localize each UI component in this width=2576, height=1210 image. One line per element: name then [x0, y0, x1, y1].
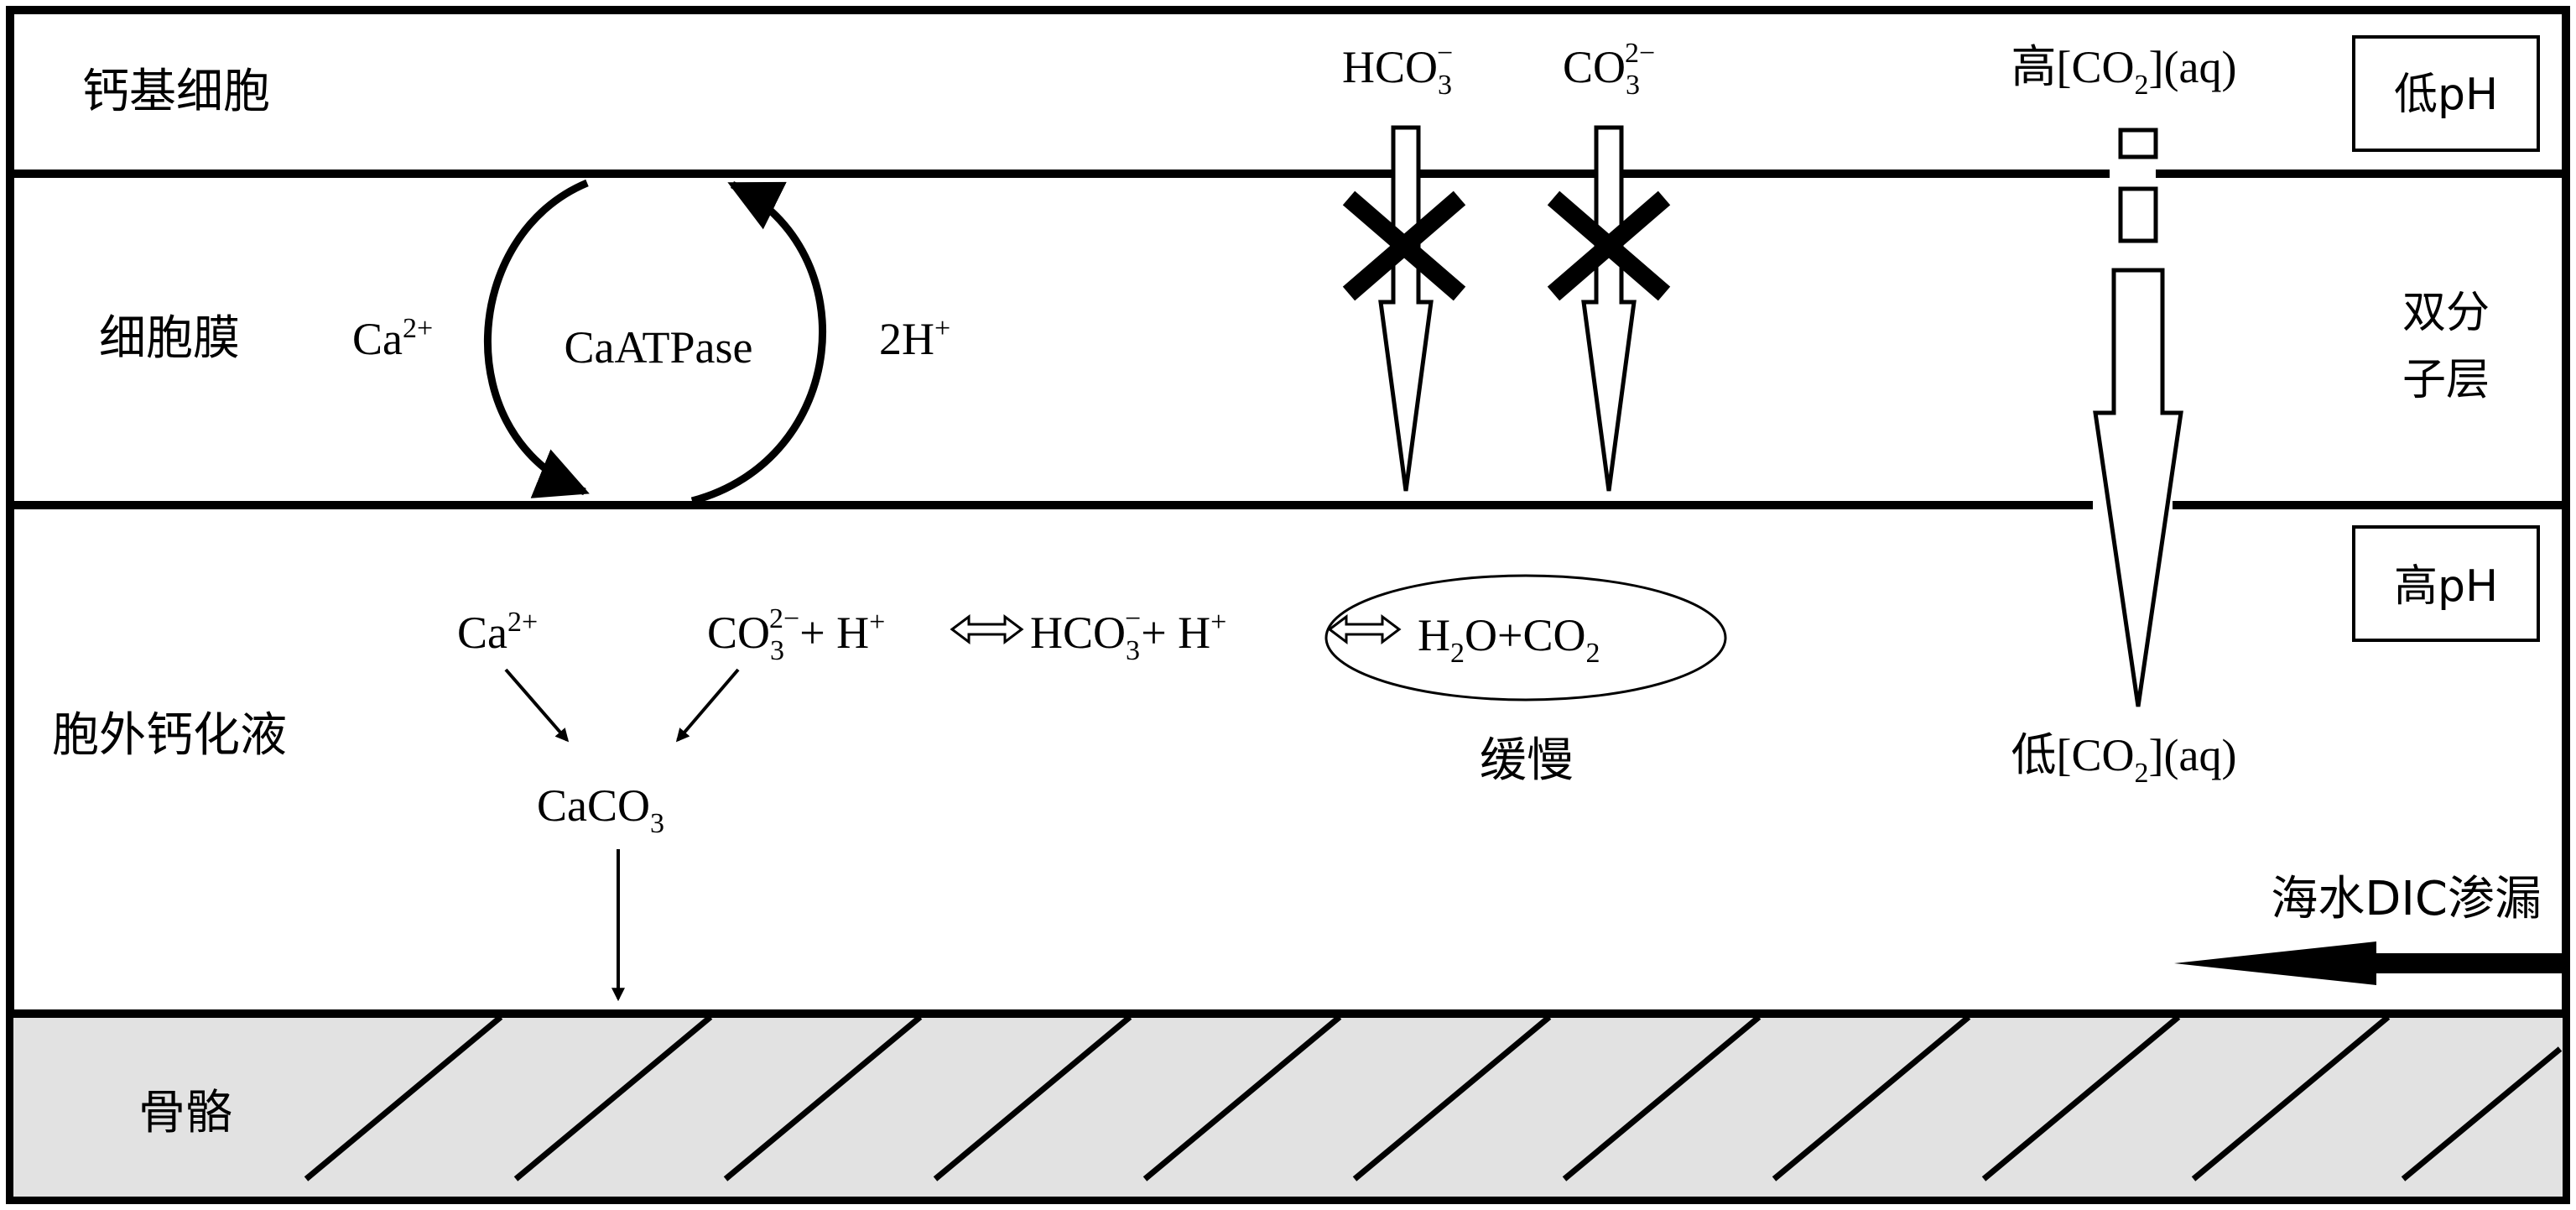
low-ph-label: 低pH [2394, 70, 2498, 120]
skeleton-layer [13, 1015, 2563, 1197]
skeleton-hatching [304, 1014, 2563, 1181]
carbonate-block-cross-icon [1547, 190, 1671, 301]
carbonate-label: CO32− [1563, 38, 1655, 101]
reaction-carbonate: CO32−+ H+ [707, 603, 885, 666]
seawater-dic-leak-label: 海水DIC渗漏 [2271, 872, 2542, 926]
high-co2-label: 高[CO2](aq) [2011, 42, 2237, 101]
extracellular-fluid-label: 胞外钙化液 [52, 708, 287, 763]
slow-label: 缓慢 [1480, 733, 1574, 788]
caco3-label: CaCO3 [537, 780, 664, 839]
calcifying-cell-label: 钙基细胞 [82, 65, 270, 119]
skeleton-label: 骨骼 [138, 1086, 232, 1140]
co2-diffusion-arrow [2093, 268, 2183, 707]
carbonate-blocked-arrow [1581, 125, 1637, 492]
leak-arrow-head [2174, 941, 2376, 985]
high-ph-label: 高pH [2394, 561, 2498, 612]
bicarbonate-label: HCO3− [1342, 38, 1453, 101]
membrane-proton: 2H+ [879, 313, 950, 364]
co2-diffusion-segment-1 [2118, 128, 2158, 159]
reaction-ca-ion: Ca2+ [457, 607, 538, 658]
bilayer-label-line2: 子层 [2402, 355, 2490, 405]
pump-arrow-ca-inward [483, 179, 590, 498]
carbonate-to-caco3-arrow [675, 668, 740, 743]
bicarbonate-blocked-arrow [1378, 125, 1434, 492]
reaction-water-co2: H2O+CO2 [1418, 610, 1600, 669]
ca-to-caco3-arrow [504, 668, 570, 743]
pump-arrow-proton-outward [690, 180, 827, 505]
low-ph-box [2352, 35, 2540, 152]
equilibrium-arrow-1 [950, 614, 1024, 644]
high-ph-box [2352, 525, 2540, 642]
low-co2-label: 低[CO2](aq) [2011, 730, 2237, 789]
equilibrium-arrow-2 [1327, 614, 1402, 644]
cell-membrane-label: 细胞膜 [99, 311, 240, 366]
bicarbonate-block-cross-icon [1342, 190, 1466, 301]
membrane-ca-ion: Ca2+ [352, 313, 433, 364]
bilayer-label-line1: 双分 [2402, 288, 2490, 338]
caatpase-label: CaATPase [565, 322, 753, 373]
slow-reaction-ellipse [1324, 574, 1727, 701]
reaction-bicarbonate: HCO3−+ H+ [1030, 603, 1226, 666]
co2-diffusion-segment-2 [2118, 186, 2158, 243]
